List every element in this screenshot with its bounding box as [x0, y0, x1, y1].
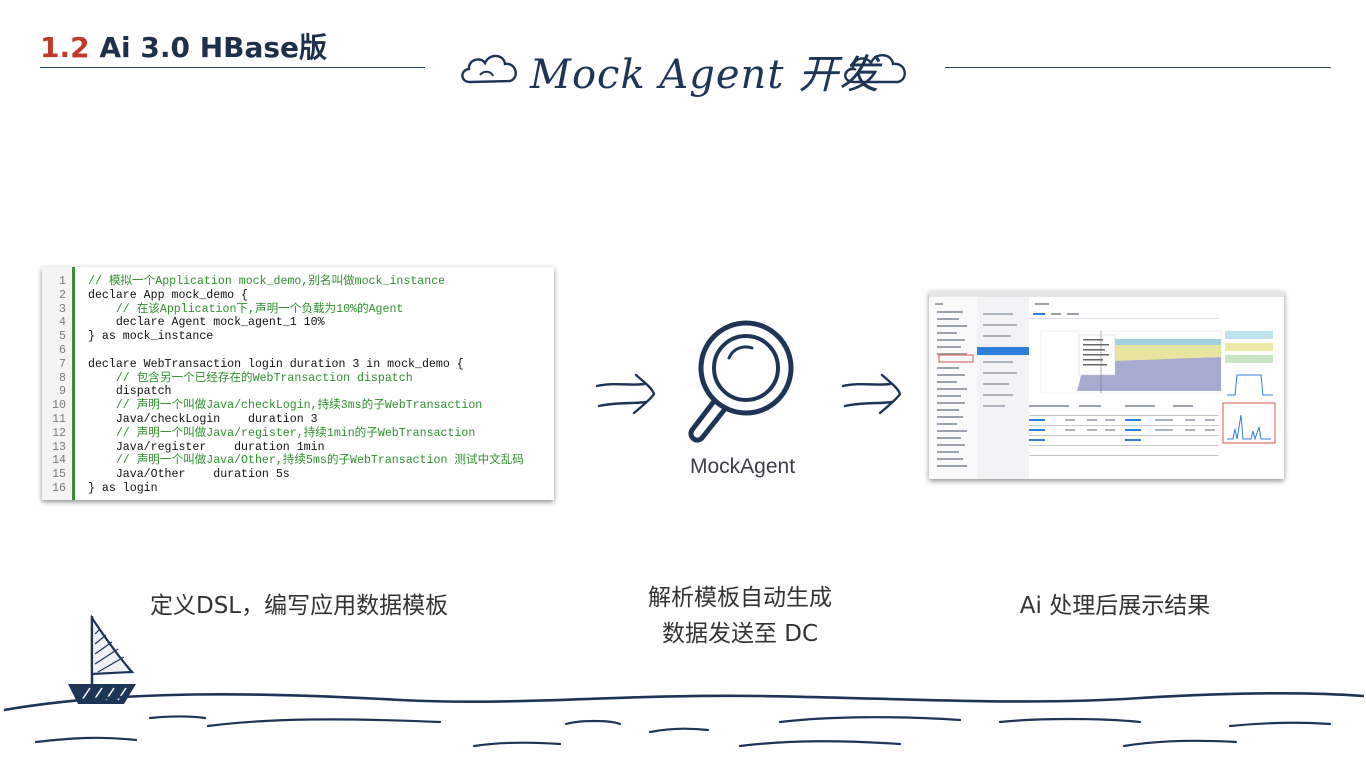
dashboard-thumbnail [929, 291, 1284, 479]
caption-parse-template: 解析模板自动生成 数据发送至 DC [620, 578, 860, 648]
caption-parse-line1: 解析模板自动生成 [648, 585, 832, 611]
magnifier-icon [688, 320, 794, 443]
code-comment: // 声明一个叫做Java/register,持续1min的子WebTransa… [88, 426, 476, 440]
line-number: 7 [59, 357, 66, 371]
code-text: declare App mock_demo { [88, 288, 249, 302]
code-comment: // 在该Application下,声明一个负载为10%的Agent [88, 302, 404, 316]
code-comment: // 包含另一个已经存在的WebTransaction dispatch [88, 371, 413, 385]
section-label: 1.2 Ai 3.0 HBase版 [40, 26, 327, 66]
line-number: 5 [59, 330, 66, 344]
line-number: 2 [59, 288, 66, 302]
code-line: 5 } as mock_instance [42, 330, 554, 344]
arrow-right-icon [841, 373, 902, 415]
line-number: 14 [52, 454, 66, 468]
code-line: 2 declare App mock_demo { [42, 289, 554, 303]
code-line: 15 Java/Other duration 5s [42, 468, 554, 482]
code-text: Java/register duration 1min [88, 440, 325, 454]
code-text: dispatch [88, 385, 172, 399]
code-line: 12 // 声明一个叫做Java/register,持续1min的子WebTra… [42, 427, 554, 441]
code-line: 11 Java/checkLogin duration 3 [42, 413, 554, 427]
line-number: 16 [52, 482, 66, 495]
mock-agent-label: MockAgent [690, 455, 796, 478]
code-line: 1 // 模拟一个Application mock_demo,别名叫做mock_i… [42, 275, 554, 289]
code-text: } as mock_instance [88, 330, 214, 344]
section-name: Ai 3.0 HBase版 [99, 31, 328, 64]
code-text: declare WebTransaction login duration 3 … [88, 357, 464, 371]
code-line: 13 Java/register duration 1min [42, 441, 554, 455]
code-line: 9 dispatch [42, 385, 554, 399]
code-line: 14 // 声明一个叫做Java/Other,持续5ms的子WebTransac… [42, 454, 554, 468]
sailboat-icon [68, 614, 136, 704]
header-rule-left [40, 67, 425, 68]
line-number: 6 [59, 344, 66, 357]
section-number: 1.2 [40, 31, 90, 64]
arrow-right-icon [595, 373, 656, 415]
code-comment: // 模拟一个Application mock_demo,别名叫做mock_in… [88, 275, 446, 288]
line-number: 10 [52, 399, 66, 413]
caption-parse-line2: 数据发送至 DC [661, 621, 819, 647]
header-rule-right [945, 67, 1331, 68]
title-banner: Mock Agent 开发 [458, 38, 918, 98]
line-number: 3 [59, 302, 66, 316]
code-line: 16 } as login [42, 482, 554, 496]
code-line: 7 declare WebTransaction login duration 3… [42, 358, 554, 372]
line-number: 4 [59, 316, 66, 330]
line-number: 13 [52, 440, 66, 454]
code-text: Java/Other duration 5s [88, 468, 290, 482]
line-number: 1 [59, 275, 66, 288]
code-line: 4 declare Agent mock_agent_1 10% [42, 316, 554, 330]
page-title: Mock Agent 开发 [530, 52, 881, 98]
code-text: Java/checkLogin duration 3 [88, 413, 318, 426]
code-text: } as login [88, 482, 158, 495]
code-comment: // 声明一个叫做Java/checkLogin,持续3ms的子WebTrans… [88, 399, 483, 413]
line-number: 15 [52, 468, 66, 482]
code-gutter [42, 267, 75, 500]
code-line: 3 // 在该Application下,声明一个负载为10%的Agent [42, 303, 554, 317]
waves-decoration [3, 614, 1365, 748]
cloud-icon [461, 54, 517, 84]
code-line: 10 // 声明一个叫做Java/checkLogin,持续3ms的子WebTr… [42, 399, 554, 413]
line-number: 9 [59, 385, 66, 399]
code-comment: // 声明一个叫做Java/Other,持续5ms的子WebTransactio… [88, 454, 524, 468]
code-text: declare Agent mock_agent_1 10% [88, 316, 325, 330]
caption-ai-result: Ai 处理后展示结果 [1019, 593, 1211, 619]
code-line: 8 // 包含另一个已经存在的WebTransaction dispatch [42, 372, 554, 386]
caption-define-dsl: 定义DSL，编写应用数据模板 [150, 593, 449, 619]
line-number: 11 [52, 413, 66, 426]
line-number: 12 [52, 426, 66, 440]
cloud-icon [844, 54, 906, 84]
dsl-code-panel: 1 // 模拟一个Application mock_demo,别名叫做mock_i… [42, 267, 554, 500]
dashboard-screenshot [929, 291, 1284, 479]
code-line: 6 [42, 344, 554, 358]
line-number: 8 [59, 371, 66, 385]
